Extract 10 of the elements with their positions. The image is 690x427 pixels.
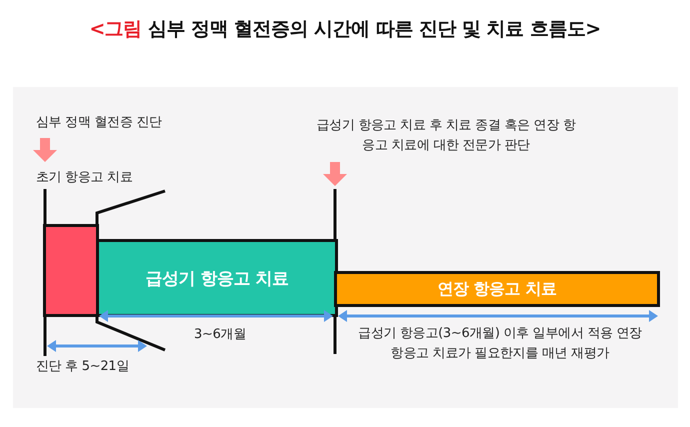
treatment-block	[43, 224, 99, 317]
title: <그림 심부 정맥 혈전증의 시간에 따른 진단 및 치료 흐름도>	[88, 17, 602, 42]
annotation-text: 초기 항응고 치료	[36, 169, 134, 187]
annotation-text: 3~6개월	[193, 326, 247, 344]
annotation-text: 심부 정맥 혈전증 진단	[36, 114, 163, 132]
treatment-bar: 연장 항응고 치료	[334, 271, 660, 307]
treatment-bar: 급성기 항응고 치료	[96, 239, 338, 317]
annotation-text: 진단 후 5~21일	[36, 358, 130, 376]
annotation-text: 급성기 항응고(3~6개월) 이후 일부에서 적용 연장 항응고 치료가 필요한지를 매년 재평가	[357, 325, 643, 363]
annotation-text: 급성기 항응고 치료 후 치료 종결 혹은 연장 항응고 치료에 대한 전문가 판단	[315, 117, 577, 155]
